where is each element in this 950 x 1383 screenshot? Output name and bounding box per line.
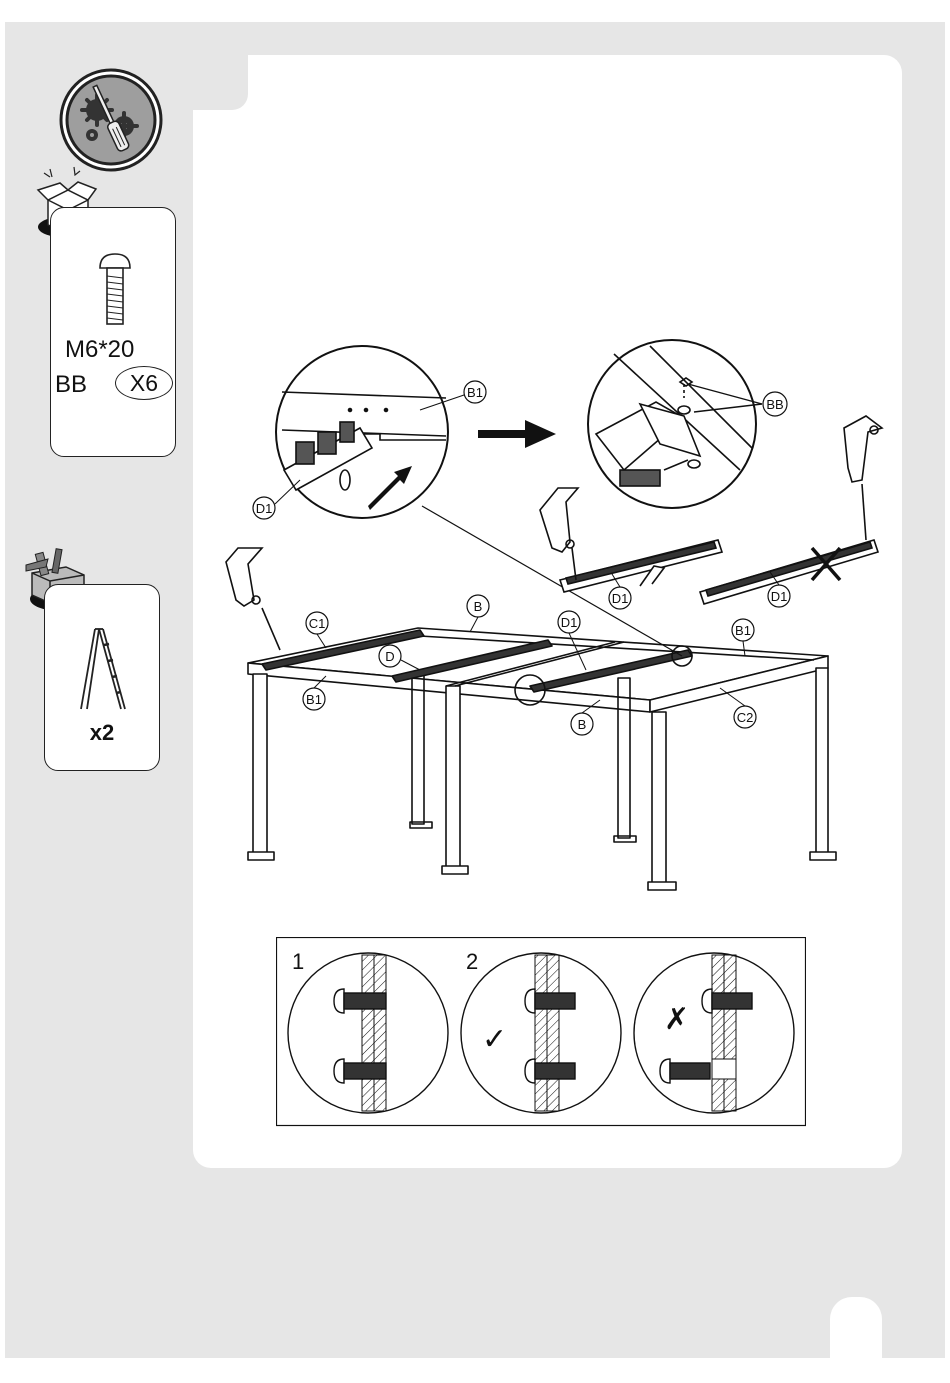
wrong-cross-mark: ✗ [664, 1003, 689, 1036]
callout-b1-front: B1 [306, 692, 322, 707]
assembly-diagram: B1 D1 BB D1 D1 B C1 D1 B1 D B1 C2 B [0, 0, 950, 920]
page-corner-tab [830, 1297, 882, 1358]
correct-checkmark: ✓ [482, 1023, 507, 1056]
callout-d1-bar-wrong: D1 [771, 589, 788, 604]
detail-step-2: 2 [466, 949, 478, 974]
callout-d1-zoom: D1 [256, 501, 273, 516]
detail-step-1: 1 [292, 949, 304, 974]
callout-c1: C1 [309, 616, 326, 631]
callout-d-frame: D [385, 649, 394, 664]
callout-bb-zoom: BB [766, 397, 783, 412]
callout-b1-back: B1 [735, 623, 751, 638]
callout-d1-frame: D1 [561, 615, 578, 630]
callout-c2: C2 [737, 710, 754, 725]
callout-d1-bar: D1 [612, 591, 629, 606]
screw-detail-box: 1 2 ✓ ✗ [276, 937, 806, 1127]
callout-b1-zoom: B1 [467, 385, 483, 400]
callout-b-front: B [578, 717, 587, 732]
callout-b-back: B [474, 599, 483, 614]
